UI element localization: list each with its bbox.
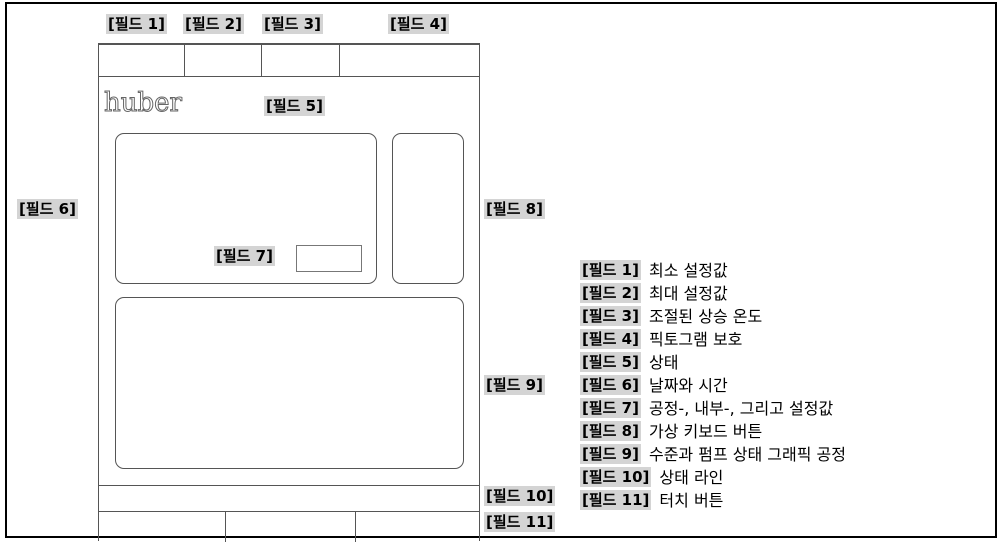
legend-description: 최소 설정값 (648, 261, 728, 280)
legend-row: [필드 3] 조절된 상승 온도 (580, 306, 762, 328)
legend-description: 수준과 펌프 상태 그래픽 공정 (648, 445, 846, 464)
legend-description: 공정-, 내부-, 그리고 설정값 (648, 399, 834, 418)
legend-row: [필드 5] 상태 (580, 352, 678, 374)
legend-description: 날짜와 시간 (648, 376, 728, 395)
legend-description: 픽토그램 보호 (648, 330, 743, 349)
keyboard-button-panel (392, 133, 464, 284)
setpoint-box (296, 245, 362, 272)
diagram-frame (5, 2, 997, 538)
legend-tag: [필드 7] (580, 398, 641, 418)
legend-row: [필드 4] 픽토그램 보호 (580, 329, 742, 351)
legend-row: [필드 8] 가상 키보드 버튼 (580, 421, 762, 443)
legend-tag: [필드 2] (580, 283, 641, 303)
legend-description: 터치 버튼 (659, 491, 724, 510)
status-line-bottom (99, 511, 479, 512)
legend-row: [필드 1] 최소 설정값 (580, 260, 728, 282)
legend-tag: [필드 6] (580, 375, 641, 395)
label-field-7: [필드 7] (214, 246, 275, 266)
legend-tag: [필드 8] (580, 421, 641, 441)
legend-row: [필드 11] 터치 버튼 (580, 490, 723, 512)
top-bar-top-line (99, 44, 479, 45)
label-field-11: [필드 11] (484, 512, 556, 532)
label-field-3: [필드 3] (262, 14, 323, 34)
device-screen: huber (98, 43, 480, 542)
label-field-9: [필드 9] (484, 375, 545, 395)
legend-row: [필드 10] 상태 라인 (580, 467, 723, 489)
legend-row: [필드 9] 수준과 펌프 상태 그래픽 공정 (580, 444, 846, 466)
legend-description: 최대 설정값 (648, 284, 728, 303)
legend-description: 가상 키보드 버튼 (648, 422, 763, 441)
legend-row: [필드 2] 최대 설정값 (580, 283, 728, 305)
top-bar-divider-2 (261, 44, 262, 76)
legend-row: [필드 6] 날짜와 시간 (580, 375, 728, 397)
legend-tag: [필드 3] (580, 306, 641, 326)
label-field-5: [필드 5] (264, 96, 325, 116)
legend-tag: [필드 9] (580, 444, 641, 464)
status-line-top (99, 485, 479, 486)
legend-tag: [필드 5] (580, 352, 641, 372)
legend-row: [필드 7] 공정-, 내부-, 그리고 설정값 (580, 398, 833, 420)
legend-tag: [필드 1] (580, 260, 641, 280)
label-field-4: [필드 4] (388, 14, 449, 34)
label-field-2: [필드 2] (183, 14, 244, 34)
label-field-6: [필드 6] (17, 199, 78, 219)
touch-button-divider-1 (225, 511, 226, 542)
legend-tag: [필드 4] (580, 329, 641, 349)
label-field-8: [필드 8] (484, 199, 545, 219)
top-bar-divider-1 (184, 44, 185, 76)
touch-button-divider-2 (355, 511, 356, 542)
label-field-10: [필드 10] (484, 486, 556, 506)
top-bar-divider-3 (339, 44, 340, 76)
legend-tag: [필드 11] (580, 490, 652, 510)
huber-logo: huber (104, 88, 183, 119)
legend-description: 상태 (648, 353, 679, 372)
legend-tag: [필드 10] (580, 467, 652, 487)
legend-description: 상태 라인 (659, 468, 724, 487)
process-graphic-panel (115, 297, 464, 469)
label-field-1: [필드 1] (106, 14, 167, 34)
legend-description: 조절된 상승 온도 (648, 307, 763, 326)
top-bar-bottom-line (99, 76, 479, 77)
